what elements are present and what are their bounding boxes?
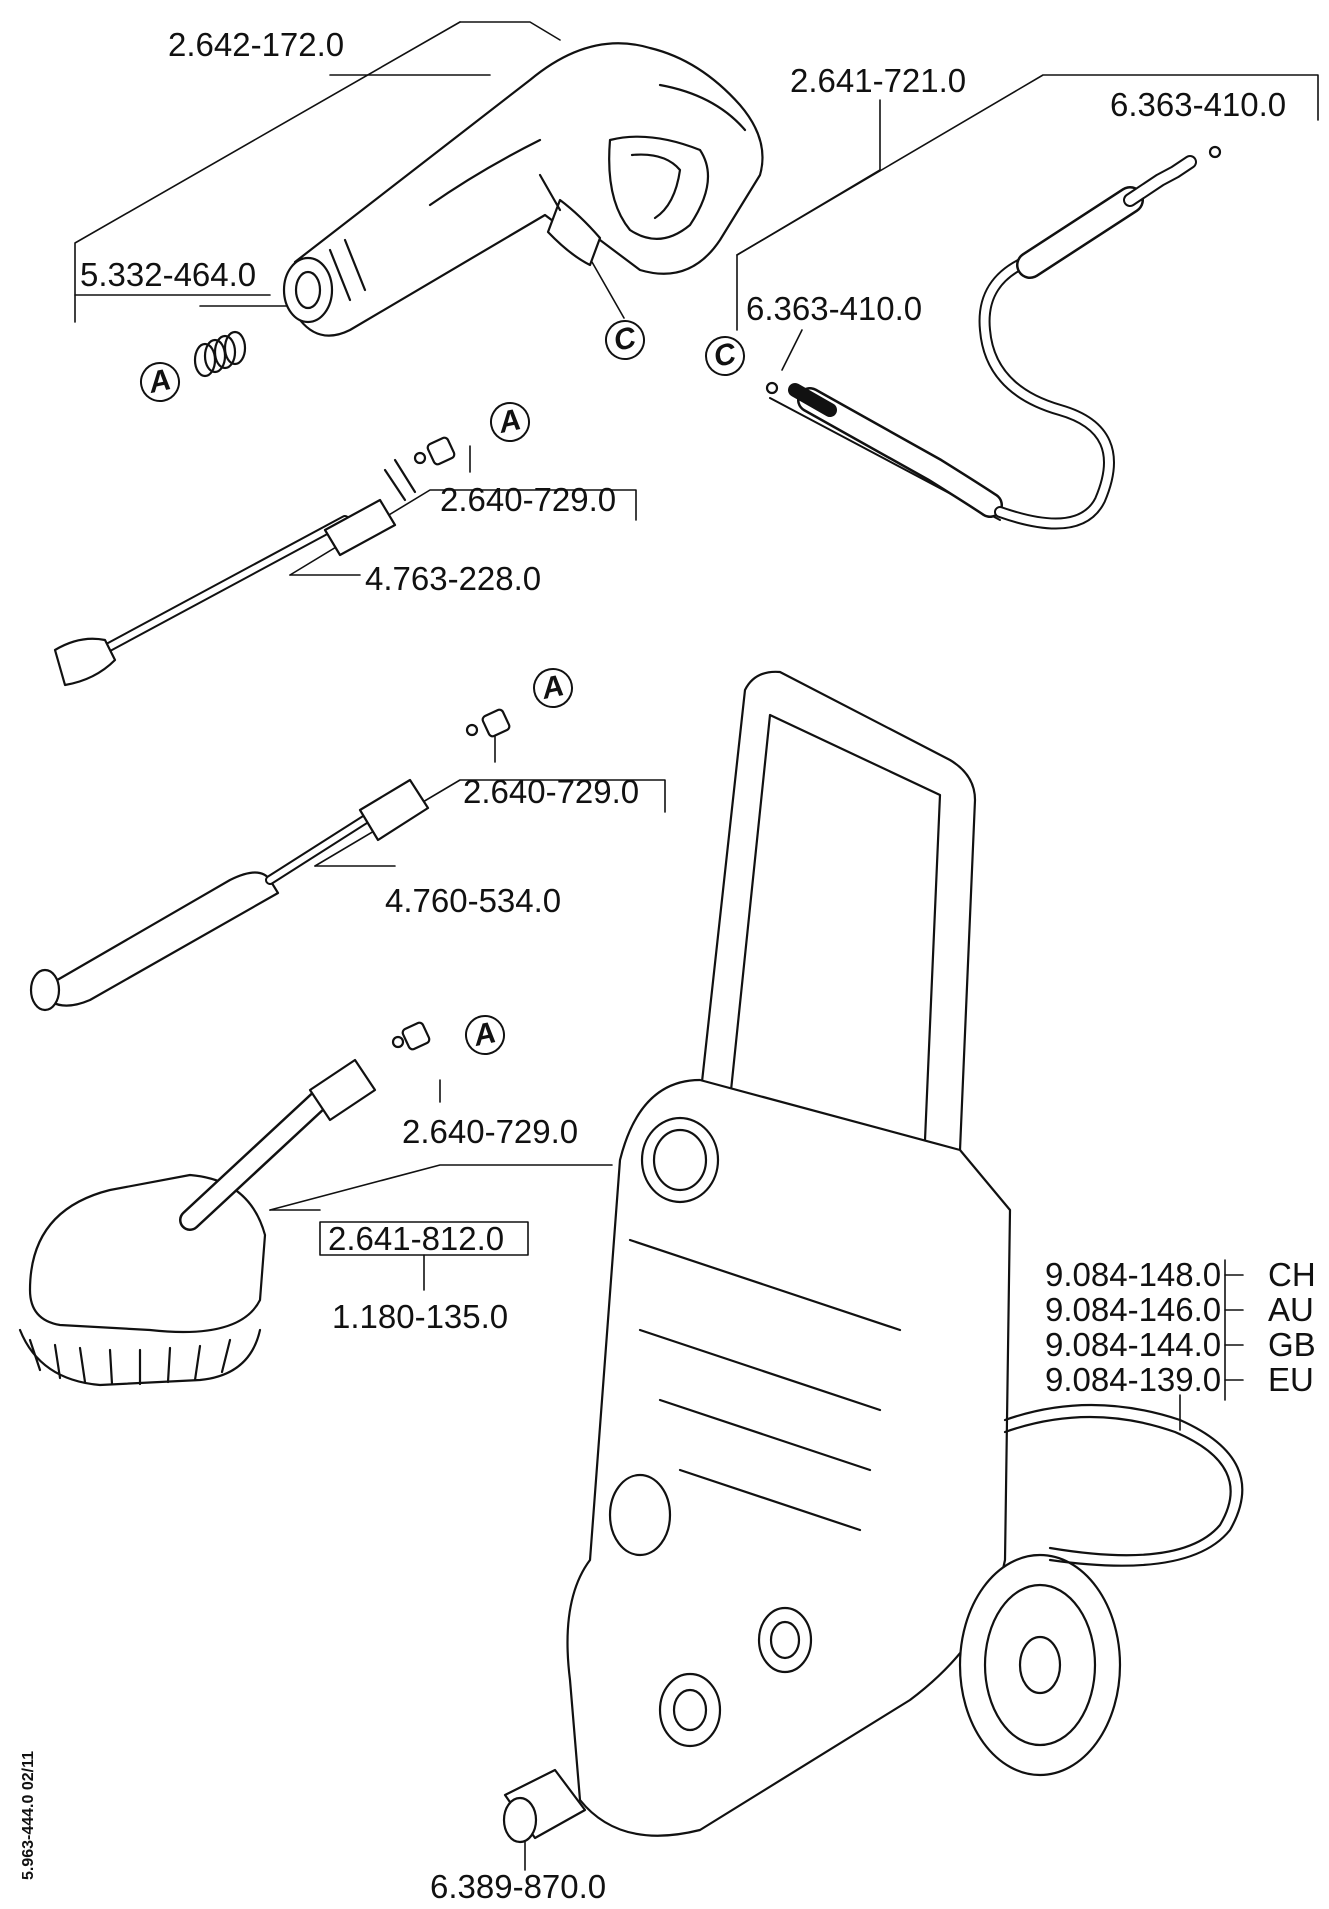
- spray-lance-2: [29, 708, 511, 1012]
- variant-2-part: 9.084-146.0: [1045, 1291, 1222, 1328]
- variant-4-country: EU: [1268, 1361, 1314, 1398]
- label-brush-kit: 1.180-135.0: [332, 1298, 509, 1335]
- label-coupling: 6.389-870.0: [430, 1868, 607, 1905]
- wash-brush: [18, 1021, 431, 1387]
- variant-1-part: 9.084-148.0: [1045, 1256, 1222, 1293]
- label-lance-1-adapter: 2.640-729.0: [440, 481, 617, 518]
- label-gun: 2.642-172.0: [168, 26, 345, 63]
- spray-lance-1: [53, 436, 456, 687]
- label-brush-adapter: 2.640-729.0: [402, 1113, 579, 1150]
- variant-2-country: AU: [1268, 1291, 1314, 1328]
- water-coupling: [502, 1768, 587, 1844]
- gun-spring: [193, 330, 247, 378]
- label-gun-spring: 5.332-464.0: [80, 256, 257, 293]
- label-lance-2-adapter: 2.640-729.0: [463, 773, 640, 810]
- label-o-ring-gun-side: 6.363-410.0: [746, 290, 923, 327]
- high-pressure-hose: [765, 145, 1222, 530]
- variant-1-country: CH: [1268, 1256, 1316, 1293]
- label-brush-head: 2.641-812.0: [328, 1220, 505, 1257]
- document-reference: 5.963-444.0 02/11: [20, 1750, 37, 1880]
- label-hose-end-o-ring: 6.363-410.0: [1110, 86, 1287, 123]
- pressure-washer-unit: [566, 670, 1244, 1837]
- label-hose: 2.641-721.0: [790, 62, 967, 99]
- label-lance-1: 4.763-228.0: [365, 560, 542, 597]
- variant-3-part: 9.084-144.0: [1045, 1326, 1222, 1363]
- variant-3-country: GB: [1268, 1326, 1316, 1363]
- spray-gun: [282, 42, 764, 337]
- label-lance-2: 4.760-534.0: [385, 882, 562, 919]
- variant-4-part: 9.084-139.0: [1045, 1361, 1222, 1398]
